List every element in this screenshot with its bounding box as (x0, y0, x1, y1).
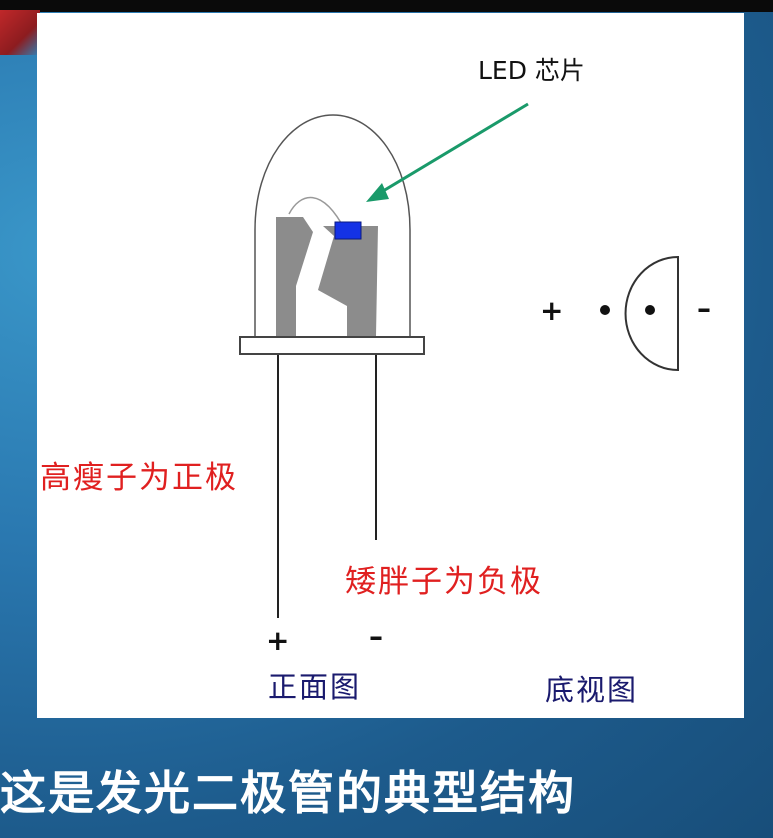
led-flange (239, 336, 425, 355)
front-plus-sign: + (266, 624, 289, 657)
front-view-label: 正面图 (268, 670, 361, 704)
bottom-pin-anode (600, 305, 610, 315)
anode-post (276, 217, 313, 336)
bottom-minus-sign: – (697, 292, 711, 325)
top-bar (0, 0, 773, 12)
bottom-view-label: 底视图 (545, 673, 638, 707)
cathode-note: 矮胖子为负极 (345, 564, 543, 600)
cathode-cup (318, 226, 378, 336)
chip-arrow (377, 102, 529, 196)
bottom-plus-sign: + (540, 294, 563, 327)
led-chip (334, 221, 362, 240)
chip-arrow-head (366, 183, 389, 202)
anode-note: 高瘦子为正极 (40, 460, 238, 496)
bottom-pin-cathode (645, 305, 655, 315)
led-dome (254, 114, 411, 338)
subtitle-caption: 这是发光二极管的典型结构 (0, 766, 576, 820)
corner-decoration (0, 10, 40, 55)
chip-label: LED 芯片 (478, 56, 585, 85)
front-minus-sign: – (369, 620, 383, 653)
diagram-panel (37, 13, 744, 718)
bond-wire (288, 196, 346, 231)
